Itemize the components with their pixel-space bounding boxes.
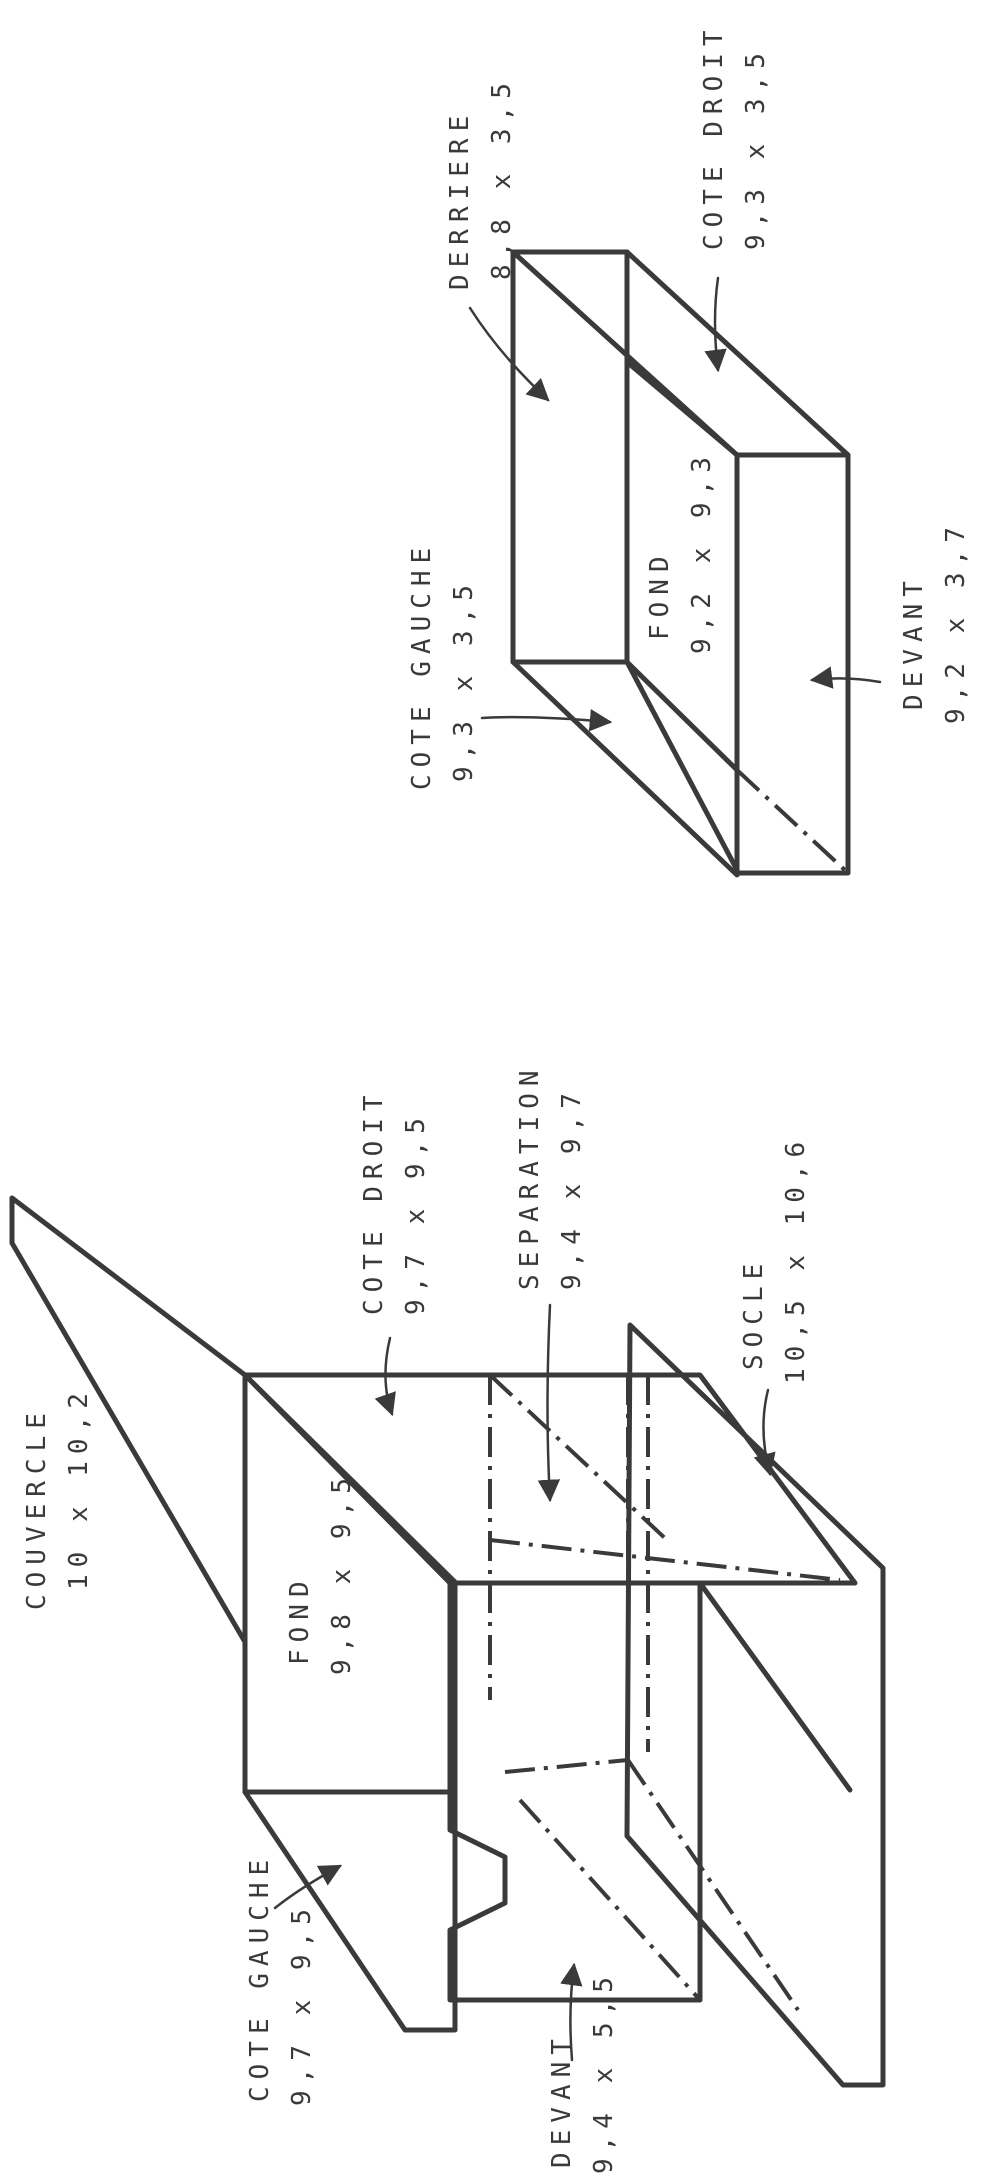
arrow-tray-derriere xyxy=(468,306,550,402)
label-socle: SOCLE 10,5 x 10,6 xyxy=(739,1135,811,1384)
svg-text:FOND: FOND xyxy=(645,549,675,640)
label-tray-cote-droit: COTE DROIT 9,3 x 3,5 xyxy=(699,23,771,250)
svg-text:COTE DROIT: COTE DROIT xyxy=(359,1088,389,1315)
svg-text:9,2 x 3,7: 9,2 x 3,7 xyxy=(941,520,971,724)
svg-text:COUVERCLE: COUVERCLE xyxy=(22,1406,52,1610)
svg-text:COTE DROIT: COTE DROIT xyxy=(699,23,729,250)
svg-text:9,7 x 9,5: 9,7 x 9,5 xyxy=(287,1902,317,2106)
drawing-open-tray xyxy=(510,249,851,878)
svg-text:9,2 x 9,3: 9,2 x 9,3 xyxy=(687,450,717,654)
tray-cote-gauche-panel xyxy=(510,659,740,878)
svg-text:SEPARATION: SEPARATION xyxy=(515,1063,545,1290)
label-fond: FOND 9,8 x 9,5 xyxy=(285,1471,357,1675)
label-separation: SEPARATION 9,4 x 9,7 xyxy=(515,1063,587,1290)
arrow-separation xyxy=(537,1303,561,1503)
svg-text:9,7 x 9,5: 9,7 x 9,5 xyxy=(401,1111,431,1315)
devant-right-edge xyxy=(697,1580,853,1793)
svg-text:COTE GAUCHE: COTE GAUCHE xyxy=(407,541,437,790)
cote-gauche-panel xyxy=(242,1789,458,2033)
tray-devant-panel xyxy=(734,452,851,876)
svg-text:9,3 x 3,5: 9,3 x 3,5 xyxy=(741,46,771,250)
svg-text:COTE GAUCHE: COTE GAUCHE xyxy=(245,1853,275,2102)
label-couvercle: COUVERCLE 10 x 10,2 xyxy=(22,1386,94,1610)
arrow-socle xyxy=(753,1388,776,1477)
socle-panel xyxy=(624,1322,886,2088)
svg-text:8,8 x 3,5: 8,8 x 3,5 xyxy=(487,76,517,280)
svg-text:10,5 x 10,6: 10,5 x 10,6 xyxy=(781,1135,811,1384)
tray-fond-panel xyxy=(624,359,740,773)
tray-derriere-panel xyxy=(510,249,630,665)
svg-text:DEVANT: DEVANT xyxy=(899,574,929,710)
label-tray-derriere: DERRIERE 8,8 x 3,5 xyxy=(445,76,517,290)
tray-cote-droit-panel xyxy=(510,249,851,458)
label-tray-fond: FOND 9,2 x 9,3 xyxy=(645,450,717,654)
label-cote-droit: COTE DROIT 9,7 x 9,5 xyxy=(359,1088,431,1315)
svg-text:FOND: FOND xyxy=(285,1574,315,1665)
arrow-tray-devant xyxy=(809,666,882,689)
svg-text:9,3 x 3,5: 9,3 x 3,5 xyxy=(449,578,479,782)
arrow-tray-cote-droit xyxy=(704,276,727,373)
tray-hidden-lines xyxy=(625,252,850,875)
svg-text:9,8 x 9,5: 9,8 x 9,5 xyxy=(327,1471,357,1675)
label-tray-cote-gauche: COTE GAUCHE 9,3 x 3,5 xyxy=(407,541,479,790)
hidden-lines xyxy=(488,1373,841,2012)
svg-text:SOCLE: SOCLE xyxy=(739,1257,769,1370)
arrow-tray-cote-gauche xyxy=(480,709,613,732)
arrow-cote-gauche xyxy=(273,1864,342,1910)
svg-text:DERRIERE: DERRIERE xyxy=(445,109,475,290)
svg-text:10 x 10,2: 10 x 10,2 xyxy=(64,1386,94,1590)
arrow-devant xyxy=(560,1962,583,2062)
label-cote-gauche: COTE GAUCHE 9,7 x 9,5 xyxy=(245,1853,317,2106)
label-tray-devant: DEVANT 9,2 x 3,7 xyxy=(899,520,971,724)
devant-panel xyxy=(447,1580,703,2003)
svg-text:9,4 x 5,5: 9,4 x 5,5 xyxy=(589,1970,619,2174)
svg-text:9,4 x 9,7: 9,4 x 9,7 xyxy=(557,1086,587,1290)
arrow-cote-droit xyxy=(374,1336,396,1417)
